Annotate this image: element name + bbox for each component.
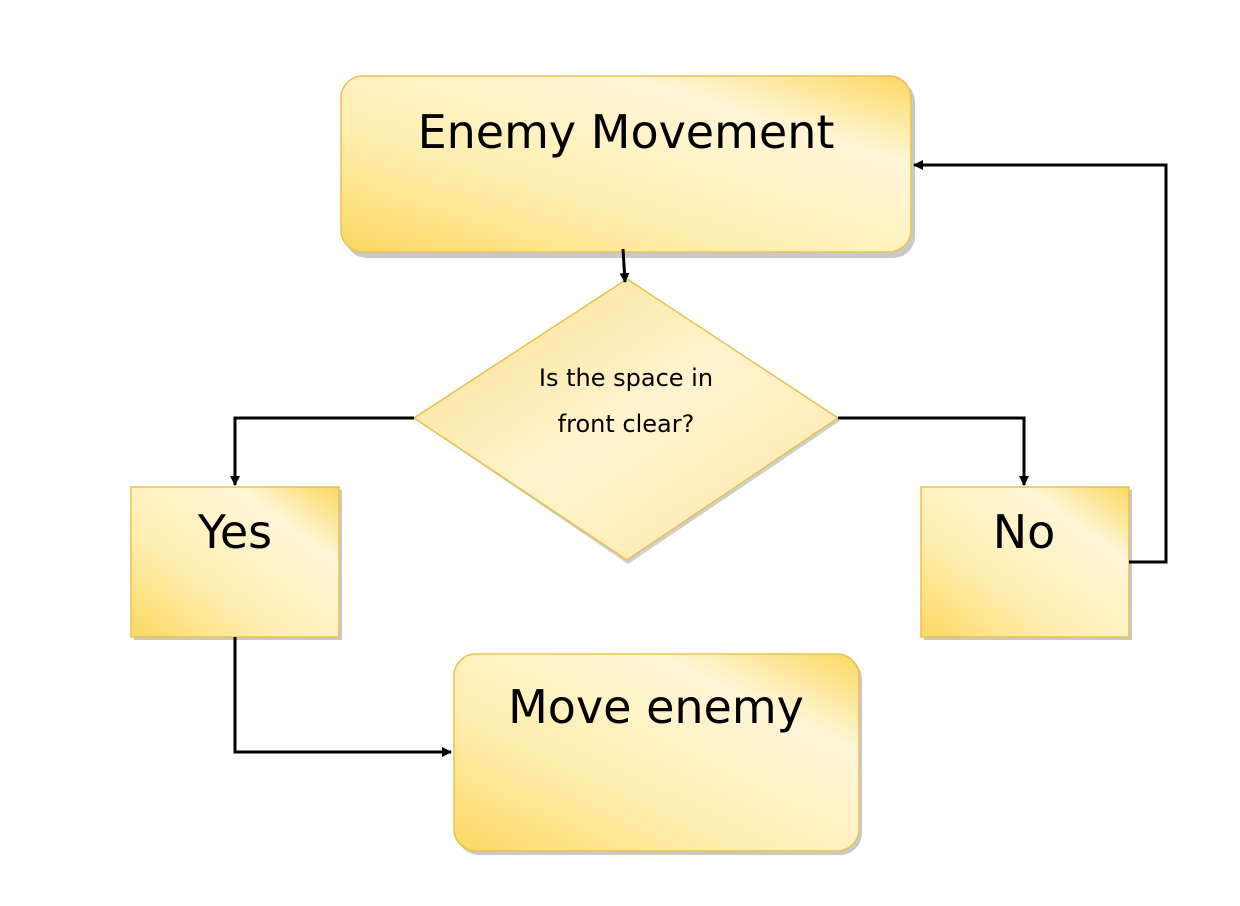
no-node-label: No bbox=[993, 505, 1056, 559]
connector-decision-to-no bbox=[838, 416, 1029, 486]
action-node-label: Move enemy bbox=[508, 680, 804, 734]
decision-label-line1: Is the space in bbox=[539, 364, 713, 392]
start-node-label: Enemy Movement bbox=[418, 105, 835, 159]
action-node: Move enemy bbox=[453, 653, 862, 855]
decision-label-line2: front clear? bbox=[558, 410, 695, 438]
yes-node: Yes bbox=[130, 486, 342, 640]
connector-decision-to-yes bbox=[230, 416, 414, 486]
connector-start-to-decision bbox=[619, 248, 630, 283]
decision-node: Is the space in front clear? bbox=[412, 278, 840, 564]
yes-node-label: Yes bbox=[197, 505, 272, 559]
no-node: No bbox=[920, 486, 1132, 640]
connector-yes-to-action bbox=[233, 637, 452, 757]
connector-no-loop-back bbox=[913, 160, 1168, 564]
start-node: Enemy Movement bbox=[340, 75, 915, 258]
